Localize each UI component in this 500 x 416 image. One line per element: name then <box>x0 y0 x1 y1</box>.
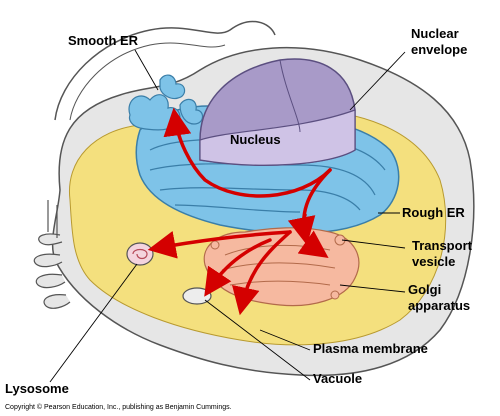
label-rough-er: Rough ER <box>402 205 465 220</box>
label-transport-vesicle-line1: Transport <box>412 238 473 253</box>
label-nuclear-envelope-line1: Nuclear <box>411 26 459 41</box>
copyright-notice: Copyright © Pearson Education, Inc., pub… <box>5 403 232 411</box>
label-nucleus: Nucleus <box>230 132 281 147</box>
label-smooth-er: Smooth ER <box>68 33 139 48</box>
label-plasma-membrane: Plasma membrane <box>313 341 428 356</box>
label-golgi-line2: apparatus <box>408 298 470 313</box>
label-vacuole: Vacuole <box>313 371 362 386</box>
label-golgi-line1: Golgi <box>408 282 441 297</box>
label-transport-vesicle-line2: vesicle <box>412 254 455 269</box>
label-nuclear-envelope-line2: envelope <box>411 42 467 57</box>
label-lysosome: Lysosome <box>5 381 69 396</box>
lysosome <box>127 243 153 265</box>
